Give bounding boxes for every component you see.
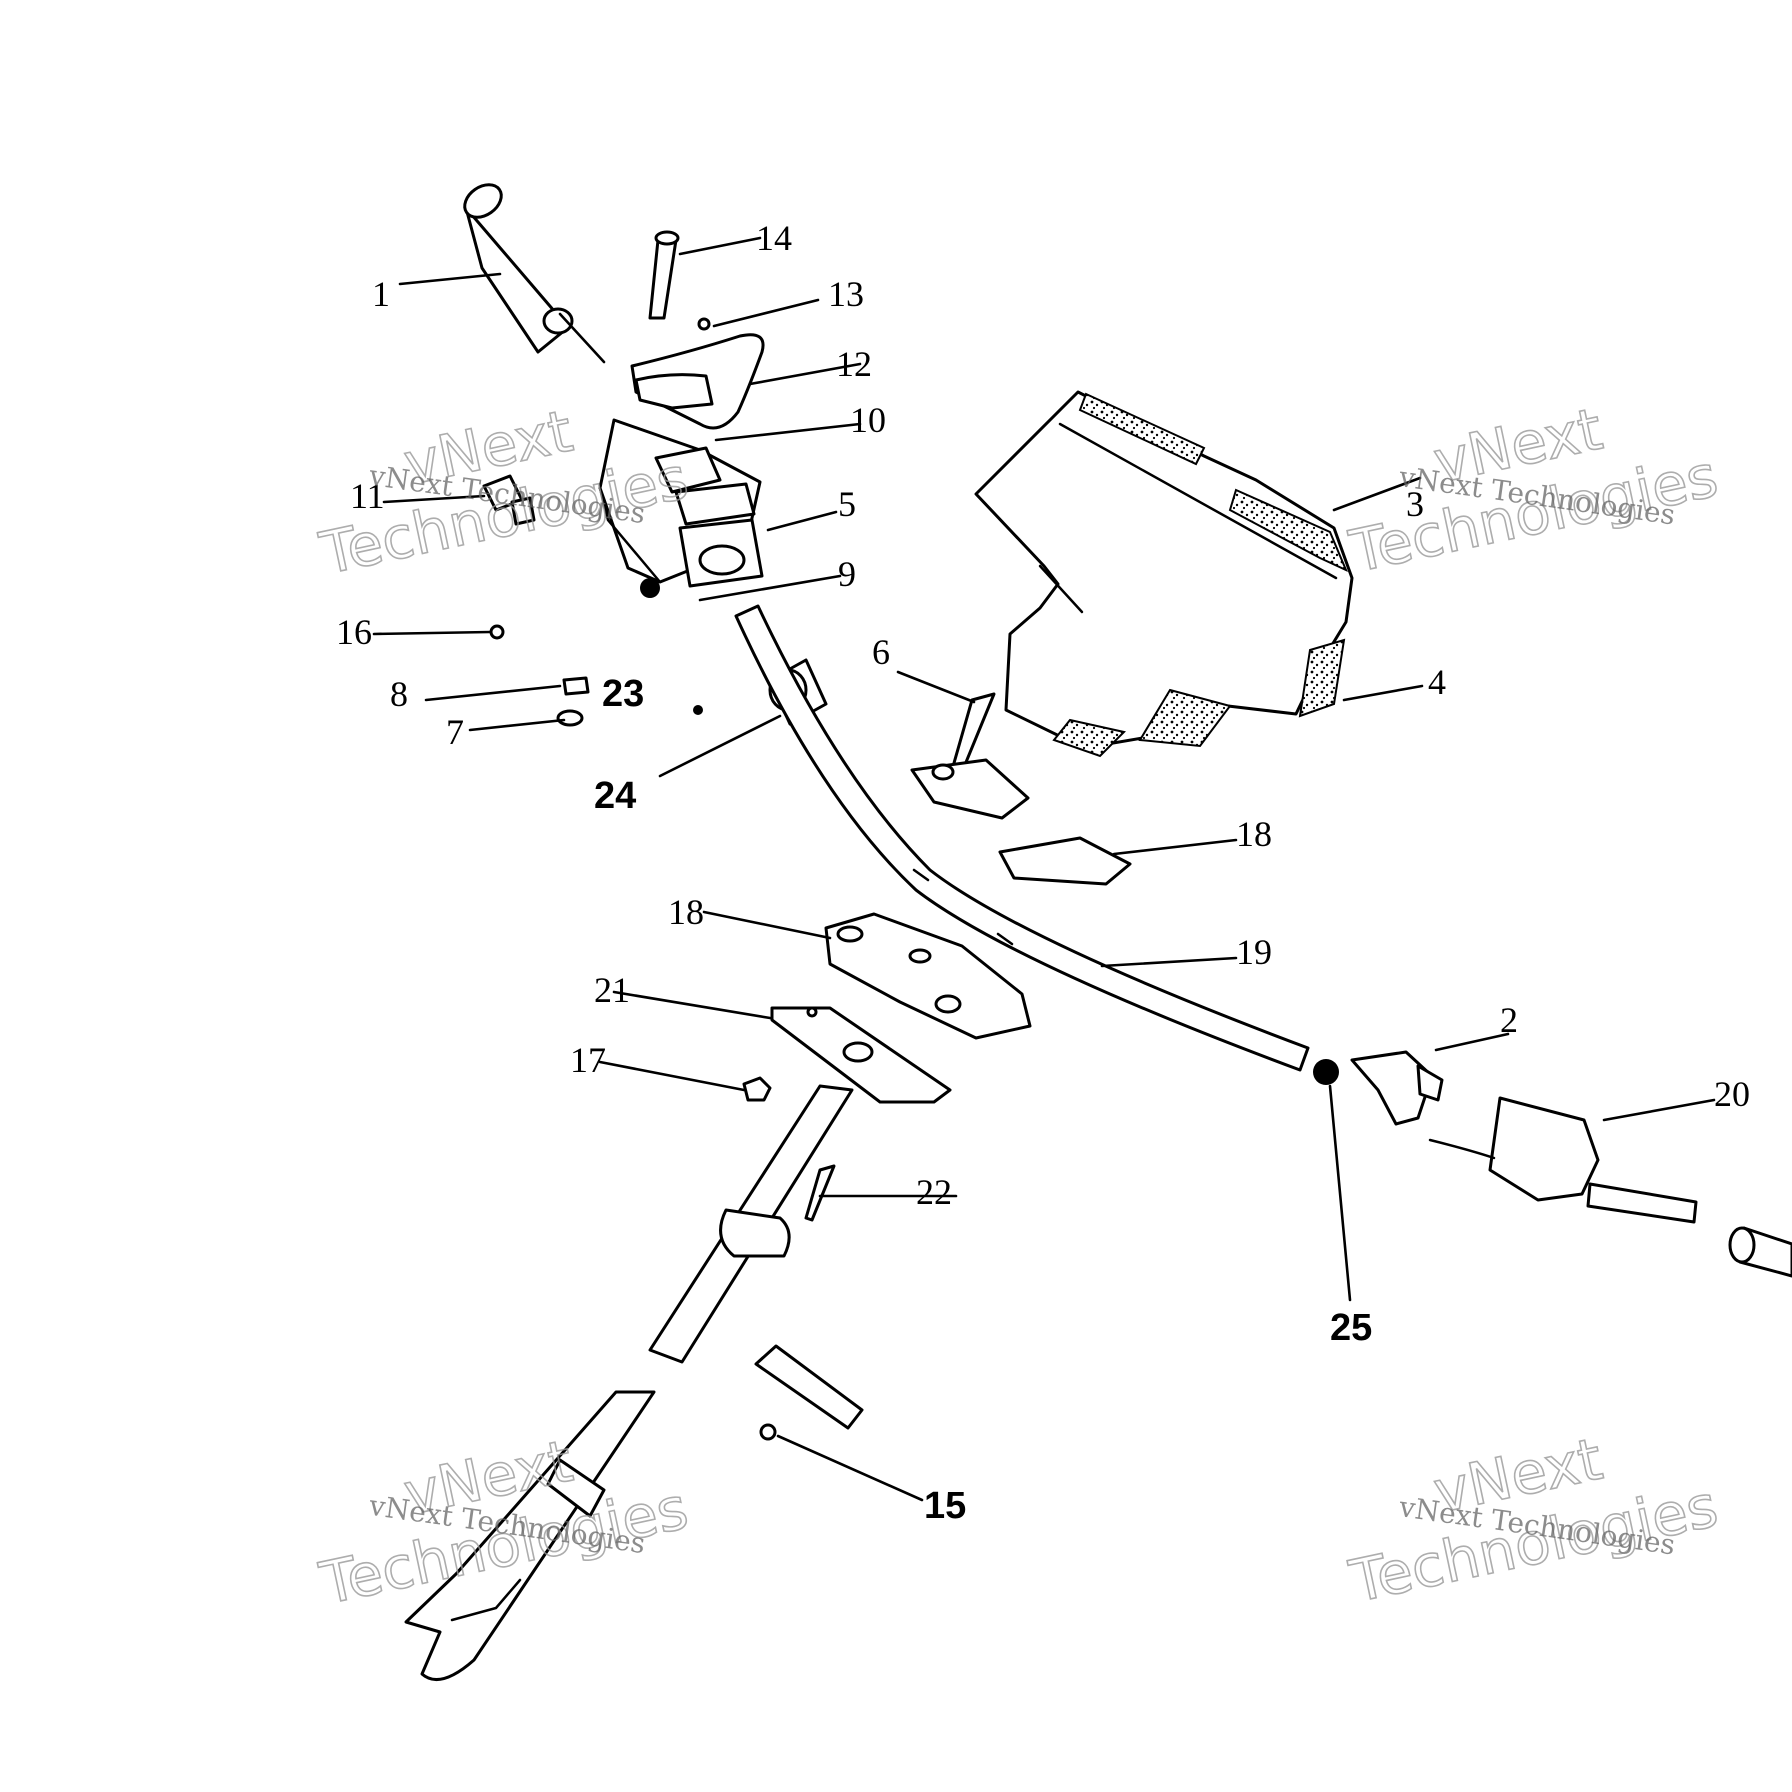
callout-18-lower: 18 — [668, 892, 704, 932]
watermark-top-right: vNext Technologies vNext Technologies — [1343, 394, 1724, 587]
callout-13: 13 — [828, 274, 864, 314]
callout-14: 14 — [756, 218, 792, 258]
callout-25: 25 — [1330, 1307, 1372, 1349]
lower-bar-clamp — [824, 912, 1032, 1040]
throttle-bracket — [1350, 1050, 1444, 1126]
callout-3: 3 — [1406, 484, 1424, 524]
callout-11: 11 — [350, 476, 385, 516]
nut-25 — [1313, 1059, 1339, 1085]
screw-16 — [489, 624, 505, 640]
nut-17 — [742, 1076, 772, 1102]
callout-5: 5 — [838, 484, 856, 524]
callout-18-upper: 18 — [1236, 814, 1272, 854]
left-grip — [463, 183, 574, 354]
steering-column — [404, 1084, 854, 1682]
callout-15: 15 — [924, 1485, 966, 1527]
callout-8: 8 — [390, 674, 408, 714]
watermark-top-left: vNext Technologies vNext Technologies — [313, 396, 694, 589]
leader-lines — [372, 236, 1716, 1502]
callout-21: 21 — [594, 970, 630, 1010]
callout-10: 10 — [850, 400, 886, 440]
callout-19: 19 — [1236, 932, 1272, 972]
right-grip — [1728, 1226, 1792, 1278]
screw-22 — [804, 1164, 836, 1222]
callout-9: 9 — [838, 554, 856, 594]
washer-8 — [562, 676, 590, 696]
callout-24: 24 — [594, 775, 636, 817]
callout-23: 23 — [602, 673, 644, 715]
column-pin — [754, 1344, 864, 1441]
callout-4: 4 — [1428, 662, 1446, 702]
callout-7: 7 — [446, 712, 464, 752]
switch-housing — [598, 418, 764, 588]
callout-22: 22 — [916, 1172, 952, 1212]
retaining-clip — [697, 317, 711, 331]
callout-2: 2 — [1500, 1000, 1518, 1040]
right-switch-housing — [1428, 1096, 1698, 1224]
callout-17: 17 — [570, 1040, 606, 1080]
callout-1: 1 — [372, 274, 390, 314]
upper-bar-clamp — [910, 758, 1132, 886]
callout-numbers: 1 2 3 4 5 6 7 8 9 10 11 12 13 14 15 16 1… — [336, 218, 1750, 1527]
mounting-plate — [770, 1006, 952, 1104]
callout-6: 6 — [872, 632, 890, 672]
brake-lever — [630, 333, 765, 430]
small-clamp — [482, 474, 536, 526]
handlebar-tube — [734, 604, 1310, 1072]
nut-7 — [556, 709, 584, 727]
callout-16: 16 — [336, 612, 372, 652]
nut-23 — [640, 578, 660, 598]
screw-9 — [693, 705, 703, 715]
headlight-cover — [974, 390, 1354, 758]
pivot-pin — [648, 230, 680, 320]
callout-12: 12 — [836, 344, 872, 384]
watermark-bottom-right: vNext Technologies vNext Technologies — [1343, 1424, 1724, 1617]
callout-20: 20 — [1714, 1074, 1750, 1114]
